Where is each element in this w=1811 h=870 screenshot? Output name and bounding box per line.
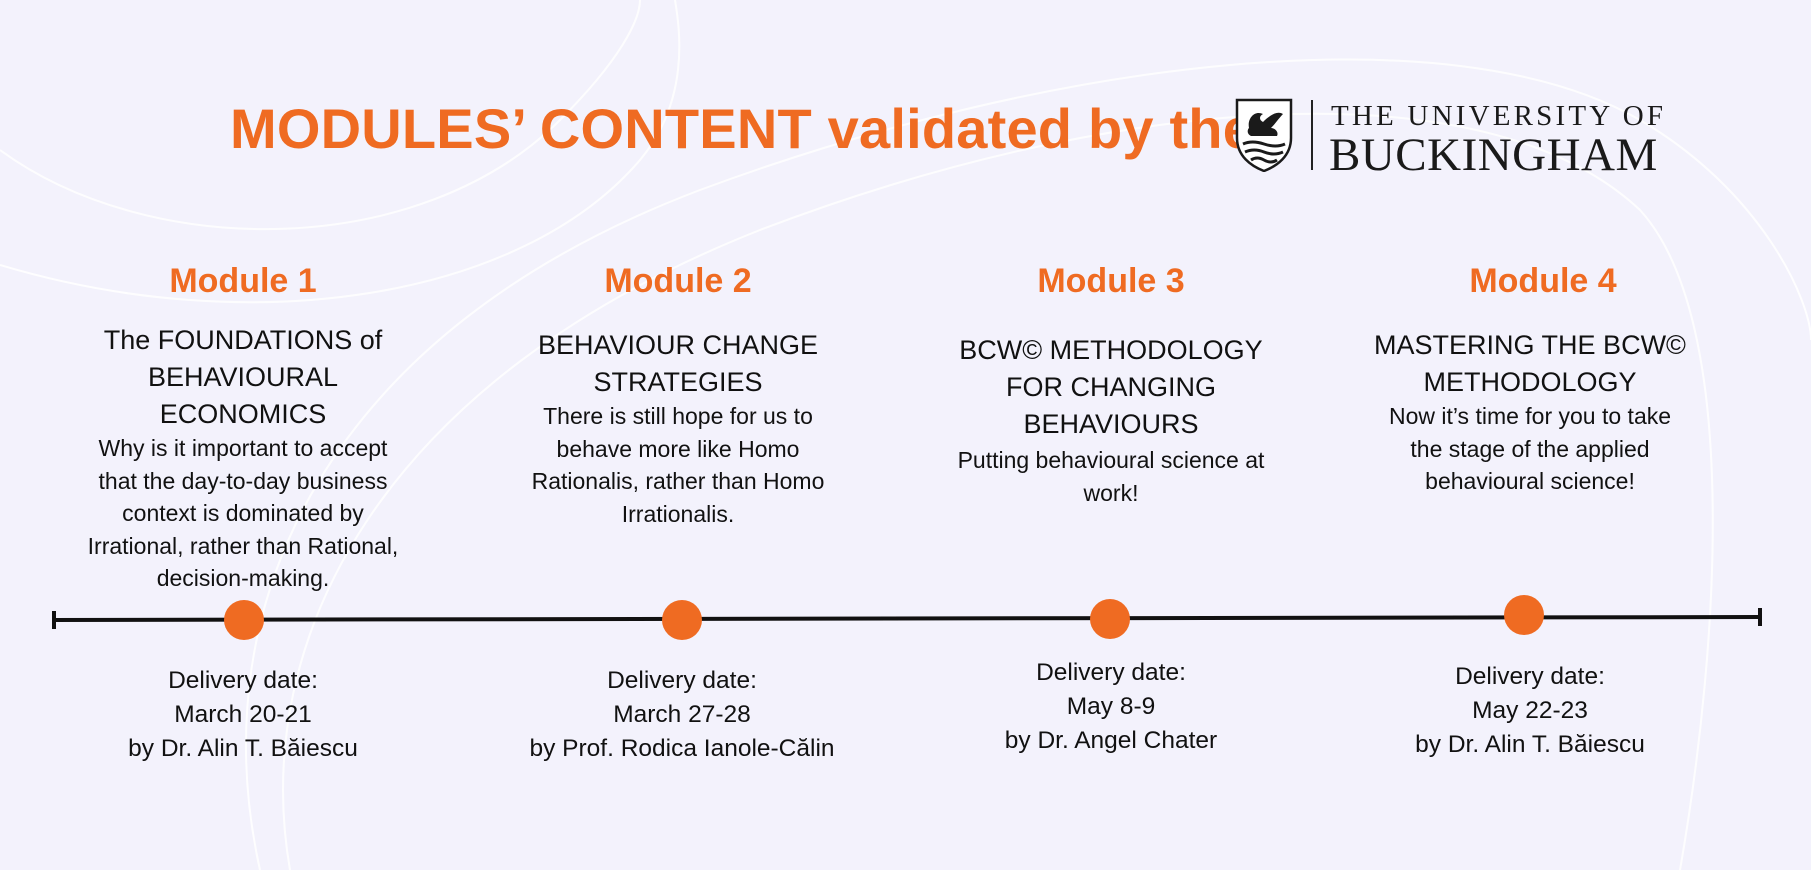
- timeline-line: [53, 615, 1761, 622]
- module-description-line: Irrational, rather than Rational,: [87, 532, 399, 559]
- delivery-label: Delivery date:: [1455, 663, 1605, 690]
- delivery-date: March 27-28: [613, 701, 751, 728]
- module-description-line: that the day-to-day business: [98, 467, 388, 494]
- module-description-line: Now it’s time for you to take: [1388, 403, 1672, 429]
- module-title: BCW© METHODOLOGY FOR CHANGING BEHAVIOURS: [911, 332, 1311, 443]
- module-1: Module 1 The FOUNDATIONS of BEHAVIOURAL …: [43, 262, 443, 602]
- module-title: MASTERING THE BCW© METHODOLOGY: [1330, 327, 1730, 401]
- module-title-line: FOR CHANGING: [1005, 372, 1216, 402]
- delivery-instructor: by Dr. Alin T. Băiescu: [1415, 731, 1645, 758]
- module-3: Module 3 BCW© METHODOLOGY FOR CHANGING B…: [911, 262, 1311, 522]
- delivery-info-module-3: Delivery date: May 8-9 by Dr. Angel Chat…: [901, 656, 1321, 758]
- module-description: Now it’s time for you to take the stage …: [1330, 400, 1730, 498]
- module-description-line: Why is it important to accept: [98, 435, 388, 461]
- module-title-line: MASTERING THE BCW©: [1374, 330, 1686, 360]
- delivery-instructor: by Dr. Alin T. Băiescu: [128, 735, 358, 762]
- module-description: Why is it important to accept that the d…: [43, 432, 443, 595]
- module-label: Module 1: [169, 262, 317, 300]
- module-title-line: BEHAVIOUR CHANGE: [537, 330, 819, 360]
- delivery-instructor: by Prof. Rodica Ianole-Călin: [529, 735, 835, 762]
- module-label: Module 4: [1469, 262, 1617, 300]
- module-title-line: BCW© METHODOLOGY: [959, 335, 1263, 365]
- logo-line-2: BUCKINGHAM: [1329, 129, 1658, 181]
- module-label: Module 3: [1037, 262, 1185, 300]
- module-title-line: BEHAVIOURS: [1023, 409, 1199, 439]
- timeline-marker-module-3: [1090, 599, 1130, 639]
- module-description-line: There is still hope for us to: [543, 403, 813, 429]
- delivery-info-module-4: Delivery date: May 22-23 by Dr. Alin T. …: [1320, 660, 1740, 762]
- module-description-line: work!: [1083, 479, 1139, 506]
- module-title-line: METHODOLOGY: [1423, 367, 1637, 397]
- module-description-line: Irrationalis.: [621, 500, 735, 527]
- module-description-line: behave more like Homo: [556, 435, 800, 462]
- module-description-line: Putting behavioural science at: [957, 447, 1265, 473]
- delivery-label: Delivery date:: [607, 667, 757, 694]
- delivery-instructor: by Dr. Angel Chater: [1004, 727, 1218, 754]
- page-title: MODULES’ CONTENT validated by the: [230, 97, 1255, 160]
- module-2: Module 2 BEHAVIOUR CHANGE STRATEGIES The…: [478, 262, 878, 562]
- delivery-label: Delivery date:: [1036, 659, 1186, 686]
- delivery-info-module-2: Delivery date: March 27-28 by Prof. Rodi…: [472, 664, 892, 766]
- timeline: [52, 595, 1762, 640]
- module-description: There is still hope for us to behave mor…: [478, 400, 878, 530]
- timeline-marker-module-2: [662, 600, 702, 640]
- module-label: Module 2: [604, 262, 752, 300]
- university-logo: THE UNIVERSITY OF BUCKINGHAM: [1235, 98, 1667, 181]
- swan-crest-icon: [1235, 98, 1293, 172]
- logo-divider: [1311, 100, 1313, 170]
- delivery-label: Delivery date:: [168, 667, 318, 694]
- delivery-date: May 22-23: [1472, 697, 1588, 724]
- logo-line-1: THE UNIVERSITY OF: [1331, 100, 1667, 132]
- module-description-line: decision-making.: [156, 565, 330, 591]
- delivery-info-module-1: Delivery date: March 20-21 by Dr. Alin T…: [33, 664, 453, 766]
- module-title-line: BEHAVIOURAL: [147, 362, 339, 392]
- module-description-line: the stage of the applied: [1410, 435, 1650, 462]
- module-title: The FOUNDATIONS of BEHAVIOURAL ECONOMICS: [43, 322, 443, 433]
- module-title: BEHAVIOUR CHANGE STRATEGIES: [478, 327, 878, 401]
- module-description: Putting behavioural science at work!: [911, 444, 1311, 509]
- module-4: Module 4 MASTERING THE BCW© METHODOLOGY …: [1330, 262, 1730, 502]
- module-description-line: Rationalis, rather than Homo: [531, 468, 825, 494]
- module-title-line: STRATEGIES: [593, 367, 763, 397]
- delivery-date: May 8-9: [1066, 693, 1156, 720]
- module-description-line: behavioural science!: [1425, 468, 1635, 494]
- module-title-line: ECONOMICS: [159, 399, 327, 429]
- module-description-line: context is dominated by: [122, 500, 364, 526]
- timeline-marker-module-4: [1504, 595, 1544, 635]
- module-title-line: The FOUNDATIONS of: [103, 325, 383, 355]
- timeline-marker-module-1: [224, 600, 264, 640]
- delivery-date: March 20-21: [174, 701, 312, 728]
